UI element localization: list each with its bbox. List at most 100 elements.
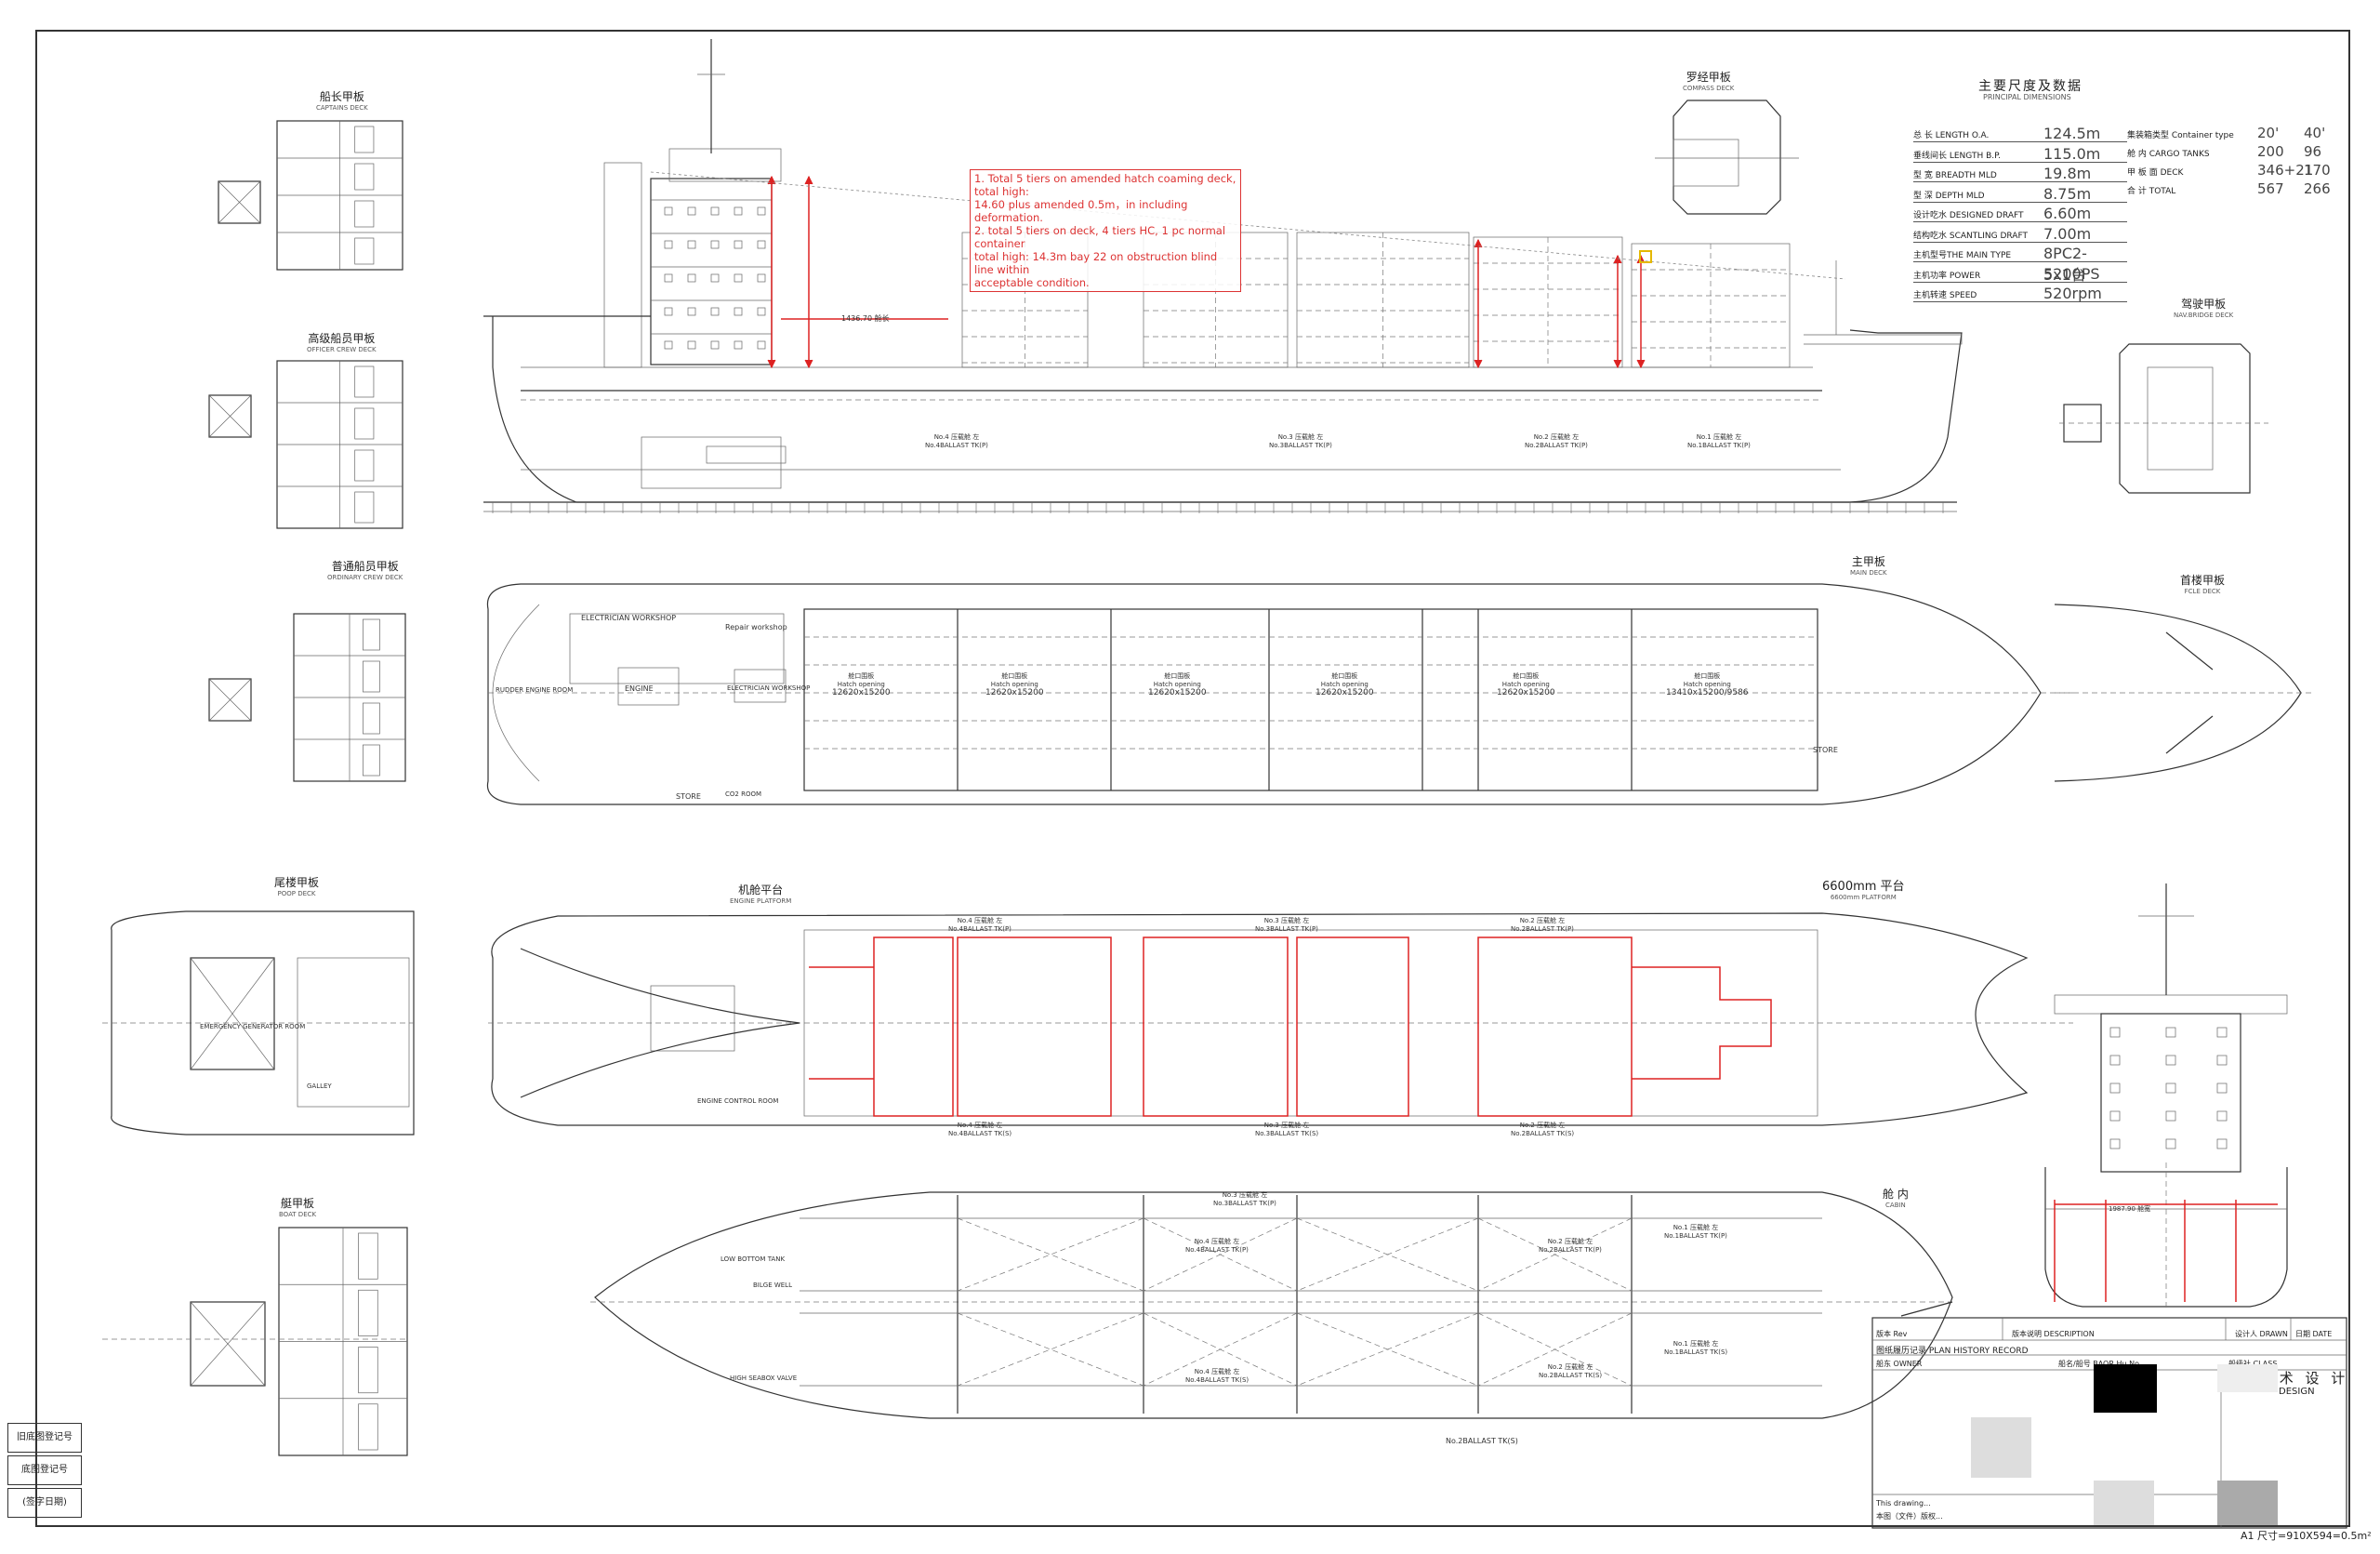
section-window xyxy=(2216,1138,2228,1149)
arrow-head xyxy=(804,175,813,185)
dimension-value: 5200PS xyxy=(2043,264,2100,283)
tank-diagonal xyxy=(957,1217,1144,1292)
wheelhouse xyxy=(668,148,782,182)
dimension-key: 总 长 LENGTH O.A. xyxy=(1913,131,1990,140)
navbridge-outline xyxy=(2119,343,2251,494)
label-high-seabox: HIGH SEABOX VALVE xyxy=(730,1375,798,1382)
tb-history: 图纸履历记录 PLAN HISTORY RECORD xyxy=(1876,1347,2029,1356)
section-window xyxy=(2216,1110,2228,1122)
red-hold xyxy=(1477,936,1633,1117)
window xyxy=(664,340,673,350)
dimension-value: 115.0m xyxy=(2043,144,2101,163)
window xyxy=(687,307,696,316)
dimension-value: 8PC2-5x1台 xyxy=(2043,245,2087,284)
dim-label-1436: 1436.70 舱长 xyxy=(841,314,890,323)
container-stack-note: 1. Total 5 tiers on amended hatch coamin… xyxy=(970,169,1241,292)
engine-detail xyxy=(706,445,787,464)
section-window xyxy=(2216,1055,2228,1066)
dimension-key: 型 宽 BREADTH MLD xyxy=(1913,171,1997,180)
left-box-reg: 底图登记号 xyxy=(7,1455,82,1485)
label-low-bottom: LOW BOTTOM TANK xyxy=(721,1255,786,1263)
stern-curve xyxy=(492,604,540,782)
compass-deck-outline xyxy=(1673,100,1781,215)
container-type-label: 集装箱类型 Container type xyxy=(2127,131,2234,140)
workshop xyxy=(734,669,787,703)
container-40ft: 40' xyxy=(2304,125,2326,141)
window xyxy=(687,206,696,216)
section-window xyxy=(2109,1082,2121,1094)
red-hold xyxy=(1296,936,1409,1117)
cargo-hold-area xyxy=(803,608,1818,791)
section-window xyxy=(2165,1082,2176,1094)
dimensions-subtitle: PRINCIPAL DIMENSIONS xyxy=(1983,93,2071,101)
label-store: STORE xyxy=(676,792,701,801)
cabin-room xyxy=(363,618,380,651)
red-hold xyxy=(957,936,1112,1117)
label-emergency-gen: EMERGENCY GENERATOR ROOM xyxy=(200,1023,306,1030)
engine-plan xyxy=(650,985,735,1052)
tb-class: 船级社 CLASS xyxy=(2228,1359,2277,1369)
container-20ft: 20' xyxy=(2257,125,2280,141)
wheelhouse-plan xyxy=(2147,366,2214,471)
tb-shipno: 船名/船号 BAOR Hu No. xyxy=(2058,1360,2141,1368)
drawing-frame xyxy=(35,30,2350,1527)
tank-diagonal xyxy=(957,1312,1144,1387)
deck-block-cross xyxy=(218,180,261,224)
tb-owner: 船东 OWNER xyxy=(1876,1360,1923,1368)
window xyxy=(710,240,720,249)
note-line-4: total high: 14.3m bay 22 on obstruction … xyxy=(974,250,1218,276)
label-rudder: RUDDER ENGINE ROOM xyxy=(496,686,574,694)
window xyxy=(687,340,696,350)
redacted-block xyxy=(2094,1481,2154,1525)
cabin-room xyxy=(354,407,375,440)
note-line-1: 1. Total 5 tiers on amended hatch coamin… xyxy=(974,172,1236,198)
dimension-key: 主机型号THE MAIN TYPE xyxy=(1913,251,2012,260)
section-window xyxy=(2216,1082,2228,1094)
windlass xyxy=(2165,631,2214,754)
dimension-value: 7.00m xyxy=(2043,224,2092,243)
section-window xyxy=(2165,1055,2176,1066)
container-type-header: 集装箱类型 Container type 20' 40' xyxy=(2127,125,2326,142)
engine-casing-boat xyxy=(190,1301,266,1387)
dimension-key: 主机转速 SPEED xyxy=(1913,291,1977,300)
window xyxy=(710,307,720,316)
window xyxy=(710,340,720,350)
cabin-room xyxy=(358,1232,378,1280)
window xyxy=(664,206,673,216)
redacted-block xyxy=(1971,1417,2031,1478)
arrow-head xyxy=(804,359,813,369)
section-window xyxy=(2109,1138,2121,1149)
label-engine: ENGINE xyxy=(625,684,654,693)
section-window xyxy=(2109,1055,2121,1066)
tb-rev: 版本 Rev xyxy=(1876,1330,1908,1338)
window xyxy=(664,307,673,316)
window xyxy=(710,206,720,216)
tank-diagonal xyxy=(1477,1217,1633,1292)
tb-drawing-cn: 本图（文件）版权... xyxy=(1876,1512,1943,1521)
section-window xyxy=(2109,1110,2121,1122)
deck-block-cross xyxy=(208,678,252,722)
dimension-value: 8.75m xyxy=(2043,184,2092,203)
cabin-room xyxy=(354,449,375,482)
arrow-head xyxy=(767,359,776,369)
window xyxy=(710,273,720,283)
deck-block xyxy=(208,394,252,438)
